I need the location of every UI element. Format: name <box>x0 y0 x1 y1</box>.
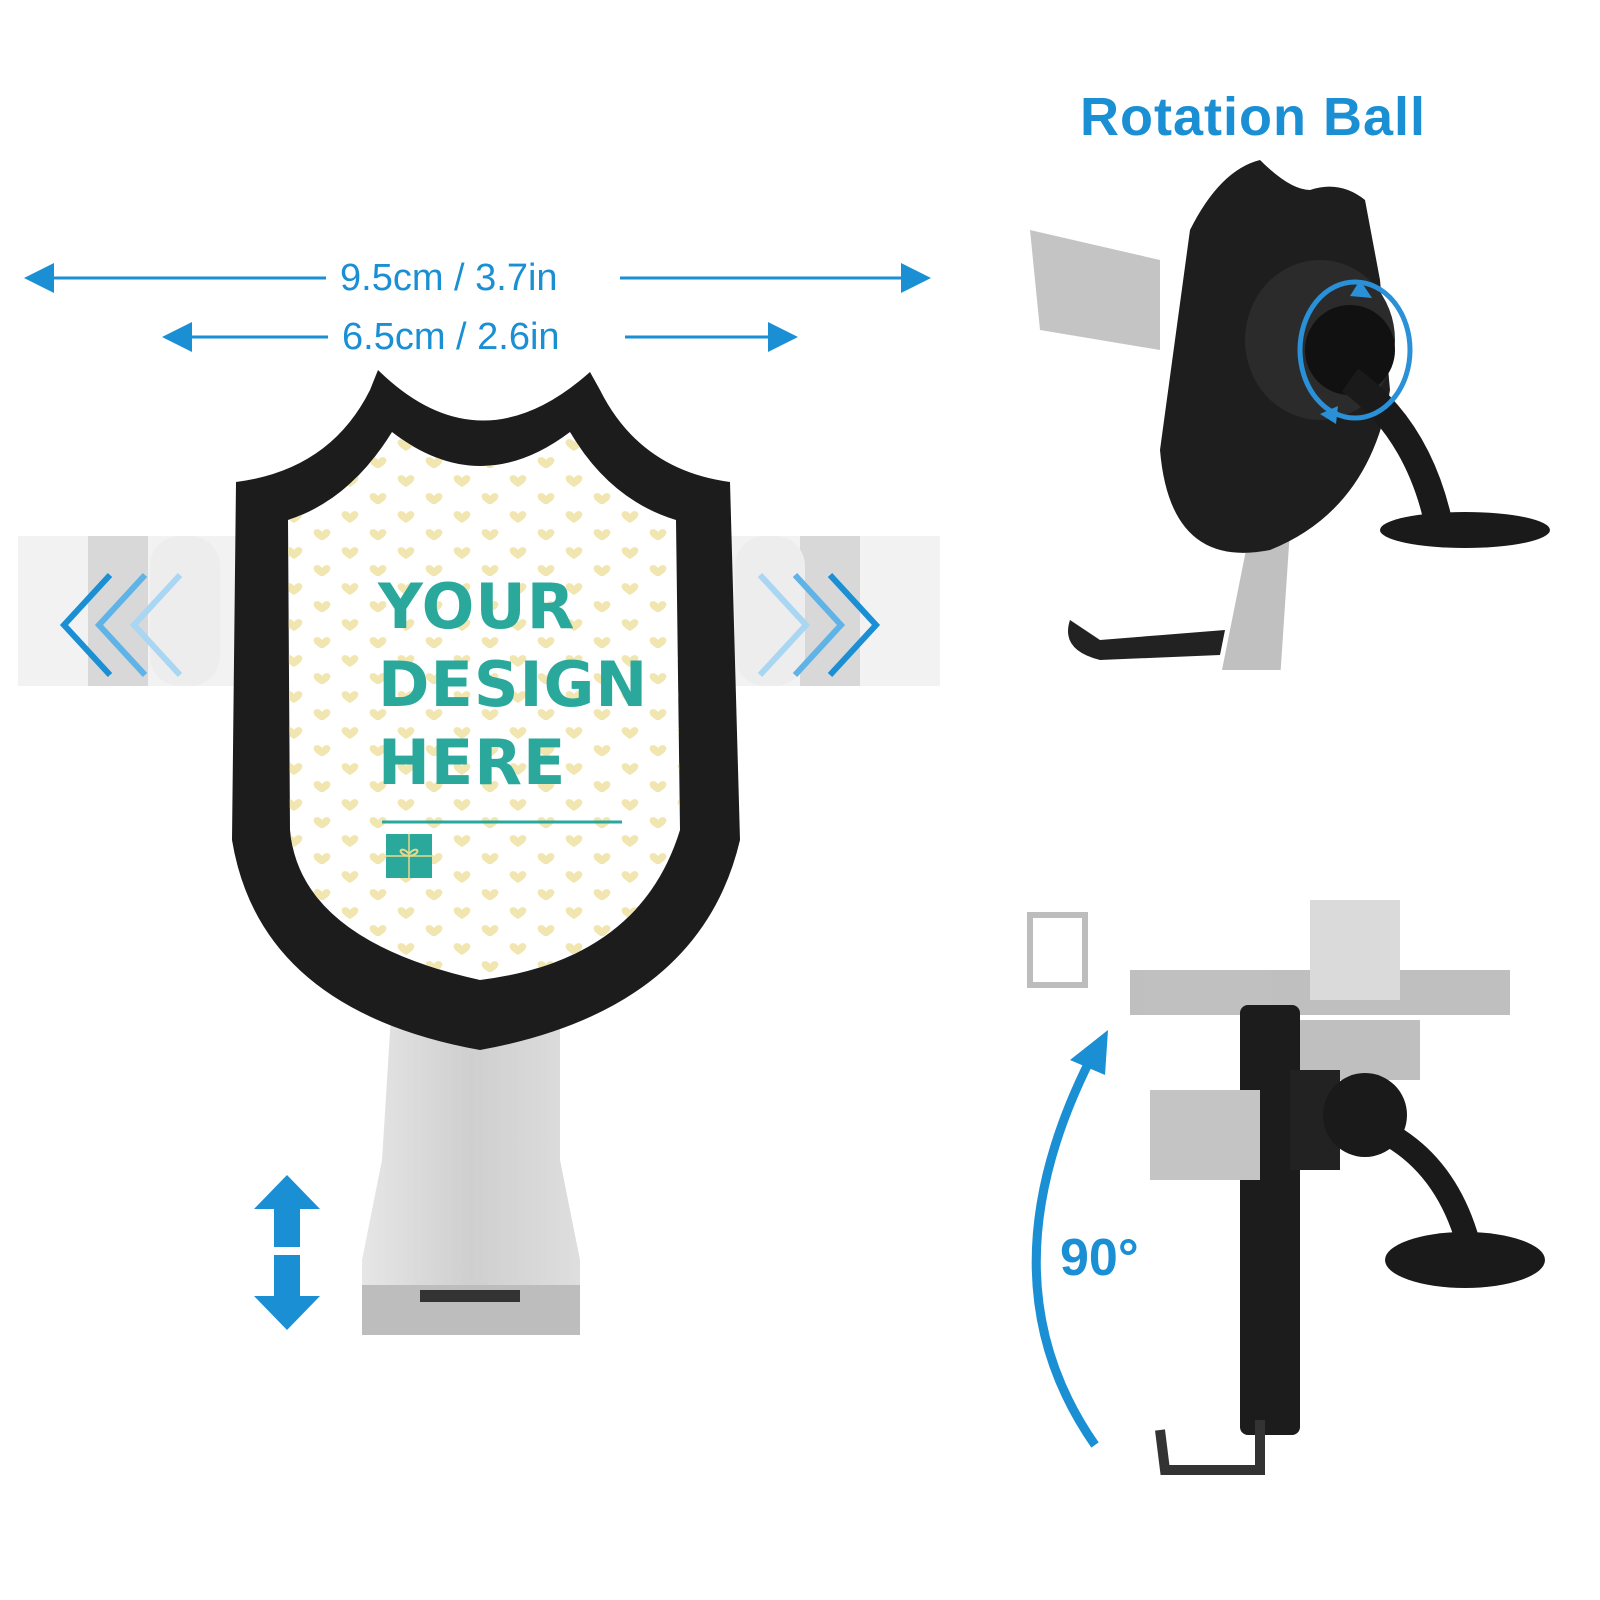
up-down-arrow-icon <box>254 1175 320 1330</box>
outer-dimension-label: 9.5cm / 3.7in <box>326 256 572 300</box>
gift-icon <box>386 834 432 878</box>
rotation-ball-view <box>1030 160 1550 670</box>
phone-holder-front-view <box>18 370 940 1335</box>
angle-label: 90° <box>1060 1229 1139 1287</box>
rotation-ball-title: Rotation Ball <box>1080 87 1426 147</box>
design-line-3: HERE <box>378 726 567 799</box>
design-line-1: YOUR <box>378 570 576 643</box>
rotation-90-view <box>1027 900 1545 1475</box>
dimension-arrows <box>23 263 931 352</box>
curved-arrow-icon <box>1031 1030 1108 1448</box>
chevrons-left-icon <box>59 572 183 678</box>
design-line-2: DESIGN <box>378 648 649 721</box>
inner-dimension-label: 6.5cm / 2.6in <box>328 315 574 359</box>
chevrons-right-icon <box>757 572 881 678</box>
